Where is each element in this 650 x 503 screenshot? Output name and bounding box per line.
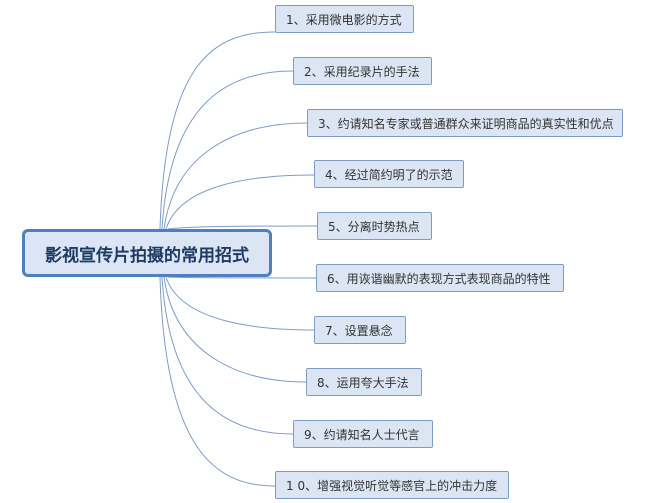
connector-10 <box>159 276 276 487</box>
connector-5 <box>167 225 318 230</box>
connector-1 <box>159 31 276 230</box>
branch-node-8[interactable]: 8、运用夸大手法 <box>306 368 422 396</box>
connector-7 <box>165 276 315 331</box>
branch-node-5[interactable]: 5、分离时势热点 <box>317 212 432 240</box>
connector-9 <box>161 276 294 435</box>
connector-6 <box>167 276 317 279</box>
branch-node-4[interactable]: 4、经过简约明了的示范 <box>314 160 464 188</box>
branch-node-6[interactable]: 6、用诙谐幽默的表现方式表现商品的特性 <box>316 264 564 292</box>
branch-node-2[interactable]: 2、采用纪录片的手法 <box>293 57 432 85</box>
root-node[interactable]: 影视宣传片拍摄的常用招式 <box>22 229 272 277</box>
branch-node-10[interactable]: 1 0、增强视觉听觉等感官上的冲击力度 <box>275 471 509 499</box>
branch-node-1[interactable]: 1、采用微电影的方式 <box>275 5 414 33</box>
branch-node-7[interactable]: 7、设置悬念 <box>314 316 406 344</box>
connector-4 <box>165 174 315 230</box>
connector-2 <box>161 70 294 230</box>
branch-node-9[interactable]: 9、约请知名人士代言 <box>293 420 433 448</box>
connector-8 <box>163 276 307 383</box>
branch-node-3[interactable]: 3、约请知名专家或普通群众来证明商品的真实性和优点 <box>307 109 623 137</box>
connector-3 <box>163 122 308 230</box>
